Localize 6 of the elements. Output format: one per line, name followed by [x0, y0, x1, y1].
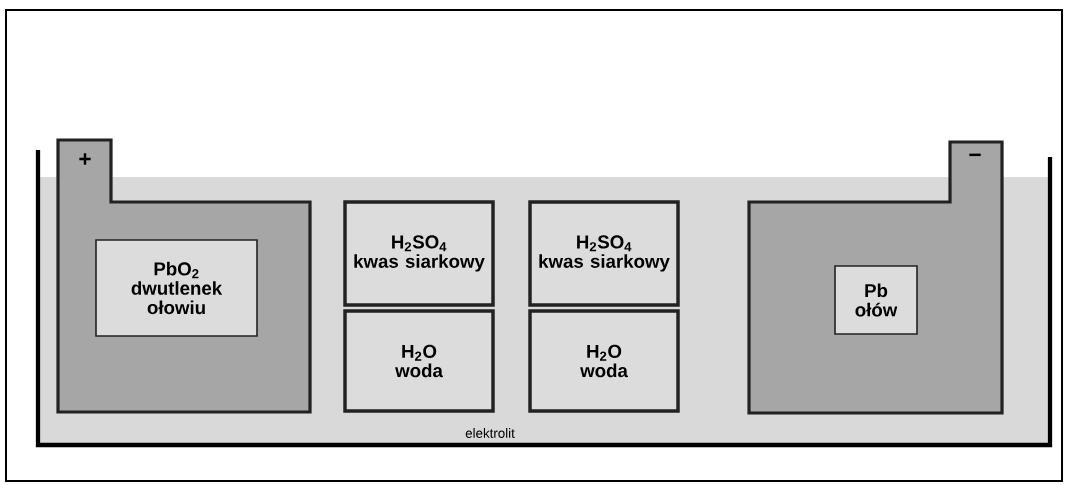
substance-box: H$_{2}$O woda: [528, 309, 680, 413]
substance-box: Pb ołów: [834, 265, 918, 335]
substance-box: H$_{2}$SO$_{4}$ kwas siarkowy: [343, 200, 495, 307]
substance-box: H$_{2}$O woda: [343, 309, 495, 413]
substance-box: PbO$_{2}$ dwutlenek ołowiu: [95, 239, 258, 337]
substance-box: H$_{2}$SO$_{4}$ kwas siarkowy: [528, 200, 680, 307]
